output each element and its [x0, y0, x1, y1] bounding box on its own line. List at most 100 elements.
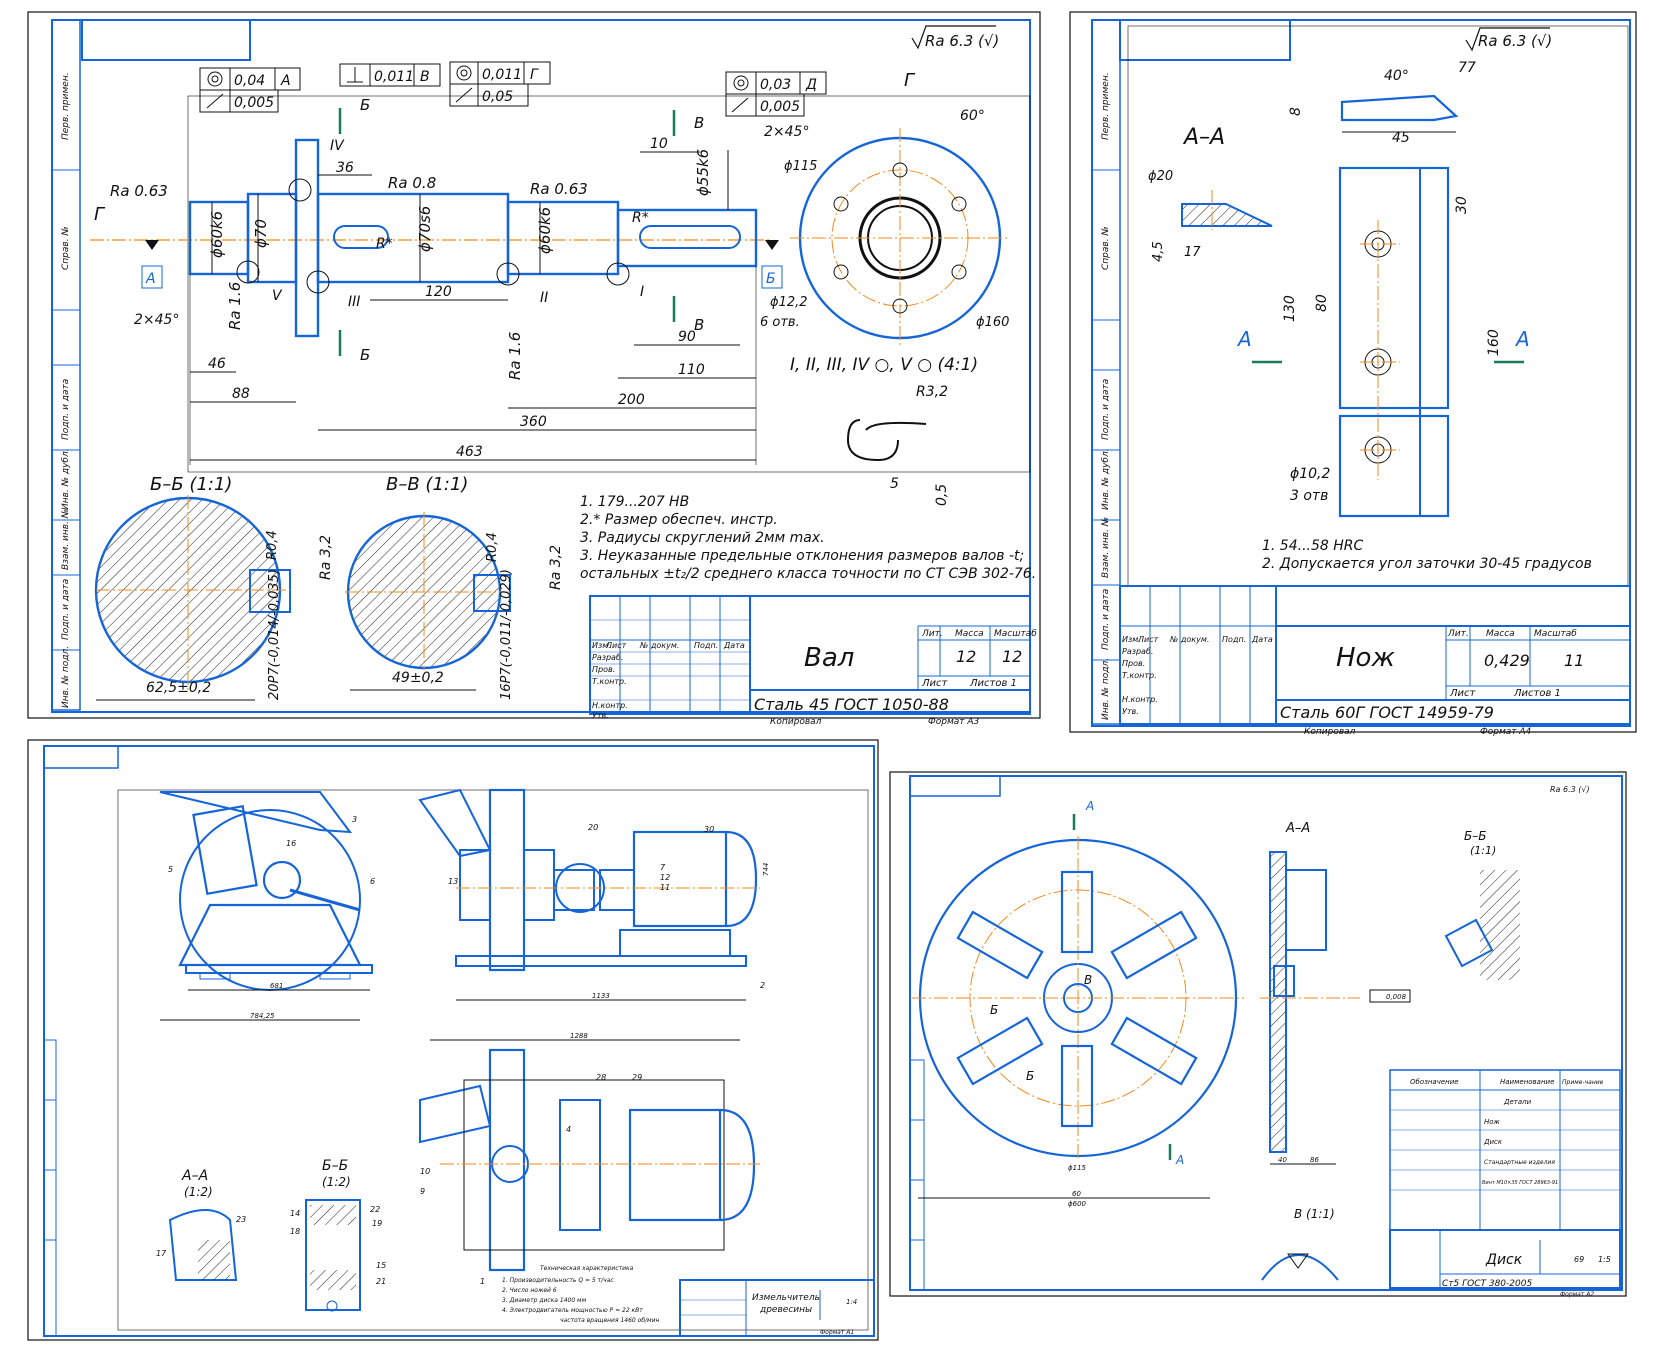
disk-front-view: 60 ϕ600 ϕ115 А А Б Б В — [912, 799, 1244, 1208]
fillet-detail: R3,2 5 0,5 — [846, 384, 950, 506]
svg-text:120: 120 — [425, 284, 452, 300]
svg-text:1:5: 1:5 — [1598, 1255, 1611, 1264]
svg-text:30: 30 — [704, 825, 714, 834]
view-label: Г — [904, 70, 916, 91]
svg-text:ϕ55k6: ϕ55k6 — [694, 149, 712, 196]
svg-text:2.* Размер обеспеч. инстр.: 2.* Размер обеспеч. инстр. — [580, 512, 778, 528]
svg-text:R*: R* — [632, 210, 649, 226]
svg-text:Ra 0.63: Ra 0.63 — [110, 182, 168, 200]
svg-text:Подп. и дата: Подп. и дата — [1101, 379, 1111, 440]
svg-text:0,011: 0,011 — [482, 67, 522, 83]
position-labels: 1 2 3 4 5 6 7 9 10 11 12 13 14 15 16 17 … — [156, 815, 765, 1286]
svg-text:Справ. №: Справ. № — [1101, 226, 1111, 270]
svg-text:1. 54...58 HRC: 1. 54...58 HRC — [1262, 538, 1363, 554]
svg-text:А: А — [1514, 327, 1530, 351]
svg-text:R*: R* — [376, 236, 393, 252]
svg-text:4: 4 — [566, 1125, 571, 1134]
svg-text:Формат А4: Формат А4 — [1480, 727, 1532, 737]
svg-text:62,5±0,2: 62,5±0,2 — [146, 680, 211, 696]
svg-text:21: 21 — [376, 1277, 386, 1286]
svg-text:А: А — [145, 271, 156, 287]
side-strip: Перв. примен. Справ. № Подп. и дата Инв.… — [51, 19, 81, 711]
material: Сталь 45 ГОСТ 1050-88 — [754, 695, 949, 714]
svg-text:ϕ160: ϕ160 — [976, 315, 1009, 330]
svg-text:2×45°: 2×45° — [134, 312, 179, 328]
svg-text:77: 77 — [1458, 60, 1476, 76]
svg-text:2. Число ножей 6: 2. Число ножей 6 — [502, 1287, 557, 1294]
svg-text:88: 88 — [232, 386, 250, 402]
svg-text:Б: Б — [1026, 1069, 1034, 1083]
svg-text:А–А: А–А — [1182, 125, 1225, 150]
drawing-title: Вал — [804, 643, 854, 673]
side-label: Перв. примен. — [61, 72, 71, 140]
svg-text:0,005: 0,005 — [760, 99, 800, 115]
svg-text:90: 90 — [678, 329, 696, 345]
svg-text:остальных ±t₂/2 среднего класс: остальных ±t₂/2 среднего класса точности… — [580, 566, 1036, 582]
disk-section-aa: А–А 40 86 0,008 — [1260, 821, 1411, 1165]
svg-text:60: 60 — [1072, 1190, 1081, 1198]
svg-text:ϕ60k6: ϕ60k6 — [208, 211, 226, 258]
disk-spec-table: Обозначение Наименование Приме-чание Дет… — [1389, 1069, 1621, 1231]
svg-text:ϕ70s6: ϕ70s6 — [416, 206, 434, 252]
svg-text:Б: Б — [360, 96, 370, 114]
svg-text:2. Допускается угол заточки 30: 2. Допускается угол заточки 30-45 градус… — [1262, 556, 1592, 572]
svg-text:Б–Б (1:1): Б–Б (1:1) — [150, 474, 232, 495]
svg-text:15: 15 — [376, 1261, 386, 1270]
svg-text:2×45°: 2×45° — [764, 124, 809, 140]
svg-text:Измельчитель: Измельчитель — [752, 1293, 820, 1303]
svg-text:Стандартные изделия: Стандартные изделия — [1484, 1159, 1555, 1166]
knife-profile: 40° 77 8 45 — [1288, 60, 1476, 146]
svg-text:19: 19 — [372, 1219, 382, 1228]
tolerance-frame-d: 0,03 Д 0,005 — [725, 71, 827, 117]
svg-text:1: 1 — [480, 1277, 485, 1286]
svg-text:Б: Б — [766, 271, 776, 287]
svg-text:0,05: 0,05 — [482, 89, 513, 105]
svg-text:В (1:1): В (1:1) — [1294, 1207, 1335, 1221]
svg-text:3. Диаметр диска 1400 мм: 3. Диаметр диска 1400 мм — [502, 1297, 587, 1304]
svg-text:Б: Б — [360, 346, 370, 364]
svg-text:IV: IV — [330, 138, 345, 154]
svg-text:I, II, III, IV ○, V ○ (4:1): I, II, III, IV ○, V ○ (4:1) — [790, 355, 978, 375]
svg-text:древесины: древесины — [759, 1305, 812, 1315]
svg-text:Подп. и дата: Подп. и дата — [1101, 589, 1111, 650]
disk-view-v: В (1:1) — [1261, 1207, 1339, 1281]
svg-text:Взам. инв. №: Взам. инв. № — [1101, 517, 1111, 578]
sheet-knife: Перв. примен. Справ. № Подп. и дата Инв.… — [1069, 11, 1637, 737]
svg-text:Т.контр.: Т.контр. — [1122, 671, 1157, 680]
svg-text:0,011: 0,011 — [374, 69, 414, 85]
svg-text:Дата: Дата — [1251, 635, 1273, 644]
svg-text:20: 20 — [588, 823, 598, 832]
shaft-dimensions: ϕ60k6 ϕ70 ϕ70s6 ϕ60k6 ϕ55k6 36 120 10 90… — [94, 96, 809, 465]
svg-text:0,03: 0,03 — [760, 77, 791, 93]
svg-text:14: 14 — [290, 1209, 300, 1218]
svg-text:7: 7 — [660, 863, 666, 872]
svg-text:Лист: Лист — [921, 678, 949, 689]
svg-text:0,04: 0,04 — [234, 73, 265, 89]
svg-text:5: 5 — [168, 865, 173, 874]
svg-text:20P7(-0,014/-0,035): 20P7(-0,014/-0,035) — [267, 569, 282, 700]
svg-text:Ra 1.6: Ra 1.6 — [506, 332, 524, 380]
tolerance-frame-g: 0,011 Г 0,05 — [449, 61, 551, 107]
svg-text:Подп.: Подп. — [694, 641, 718, 650]
svg-text:В: В — [1084, 973, 1092, 987]
svg-text:Г: Г — [94, 204, 106, 225]
svg-text:29: 29 — [632, 1073, 642, 1082]
svg-text:11: 11 — [660, 883, 670, 892]
sheet-disk: Ra 6.3 (√) 60 ϕ600 ϕ115 А А Б Б В — [889, 771, 1627, 1298]
svg-text:46: 46 — [208, 356, 226, 372]
assembly-top-view: 1288 — [419, 1032, 760, 1272]
svg-text:0,5: 0,5 — [934, 484, 950, 506]
svg-text:Детали: Детали — [1503, 1098, 1532, 1106]
svg-text:3 отв: 3 отв — [1290, 488, 1328, 504]
svg-text:R0,4: R0,4 — [265, 530, 280, 560]
svg-text:1288: 1288 — [570, 1032, 588, 1040]
disk-title-block: Диск Ст5 ГОСТ 380-2005 69 1:5 Формат А2 — [1389, 1229, 1621, 1298]
svg-text:0,005: 0,005 — [234, 95, 274, 111]
svg-text:Копировал: Копировал — [770, 717, 822, 727]
side-label: Подп. и дата — [61, 579, 71, 640]
section-bb: Б–Б (1:1) 62,5±0,2 R0,4 Ra 3,2 20P7(-0,0… — [94, 474, 334, 701]
assembly-side-view: 1133 744 — [418, 788, 770, 1001]
svg-text:463: 463 — [456, 444, 483, 460]
svg-text:Приме-чание: Приме-чание — [1562, 1079, 1604, 1086]
